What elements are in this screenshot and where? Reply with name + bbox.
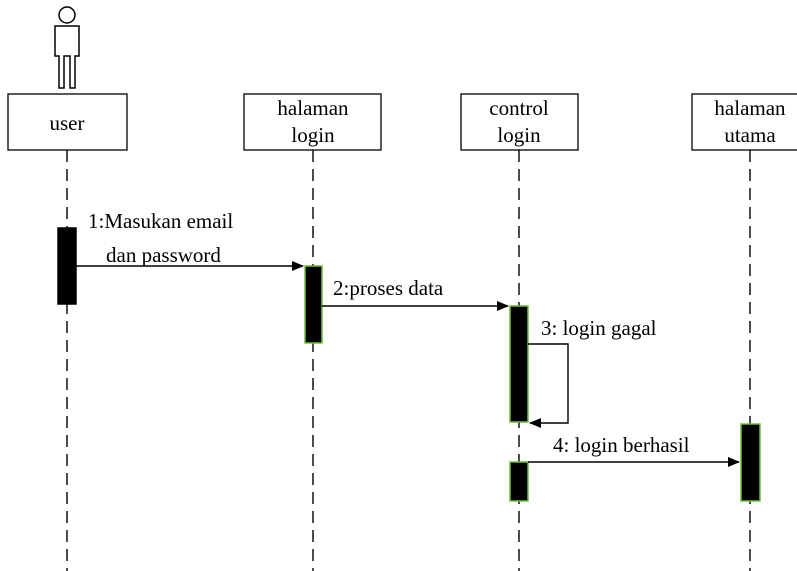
activation-user (57, 227, 77, 305)
lifeline-label-line2: login (291, 123, 335, 147)
message-4: 4: login berhasil (528, 433, 740, 467)
lifeline-label-line1: halaman (714, 96, 786, 120)
lifeline-header-halaman-utama: halaman utama (691, 93, 797, 151)
message-1: 1:Masukan email dan password (76, 209, 304, 271)
message-1-label-line1: 1:Masukan email (88, 209, 233, 233)
actor-user-icon (54, 6, 80, 89)
lifeline-header-control-login: control login (460, 93, 579, 151)
activation-halaman-login (304, 265, 323, 344)
message-2-label: 2:proses data (333, 276, 444, 300)
activation-control-login-2 (509, 461, 529, 502)
message-4-label: 4: login berhasil (553, 433, 690, 457)
message-1-label-line2: dan password (106, 243, 221, 267)
lifeline-label-line2: utama (724, 123, 776, 147)
lifeline-label: user (50, 111, 85, 135)
message-3-label: 3: login gagal (541, 316, 657, 340)
message-3-arrow (528, 343, 569, 428)
activation-halaman-utama (740, 423, 761, 502)
activation-control-login-1 (509, 305, 529, 423)
message-3: 3: login gagal (528, 316, 657, 428)
lifeline-header-user: user (7, 93, 128, 151)
activations (57, 227, 761, 502)
lifeline-label-line2: login (497, 123, 541, 147)
lifeline-header-halaman-login: halaman login (243, 93, 382, 151)
lifeline-label-line1: control (489, 96, 549, 120)
message-2: 2:proses data (322, 276, 509, 311)
lifeline-label-line1: halaman (277, 96, 349, 120)
